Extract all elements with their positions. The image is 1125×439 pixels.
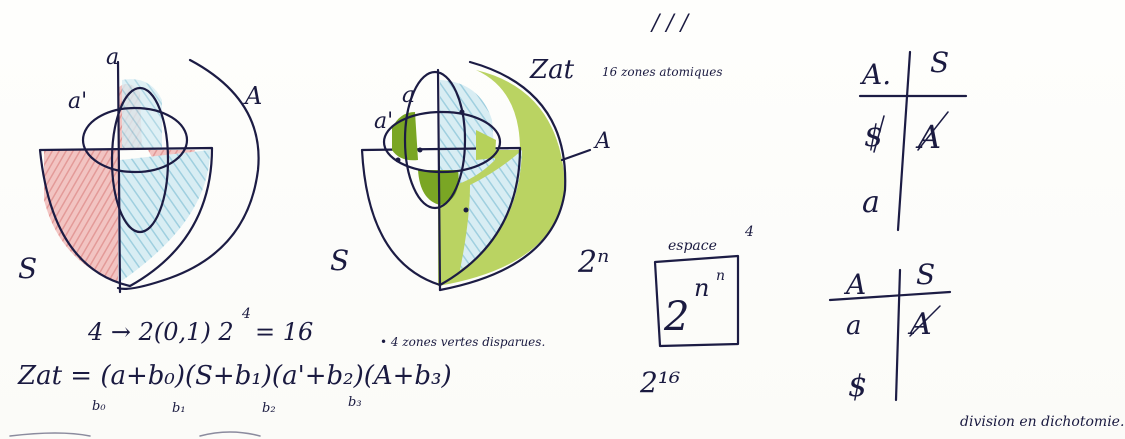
dot (396, 158, 401, 163)
cutoff-strokes (10, 432, 260, 436)
caption-zones: 16 zones atomiques (602, 65, 723, 79)
box-exp: n (694, 274, 709, 302)
space-box-group: 2ⁿ espace 4 2 n n 2¹⁶ (577, 224, 754, 399)
diagram-middle: a a' A S Zat 16 zones atomiques (330, 55, 723, 290)
space-corner: 4 (744, 224, 754, 240)
table-1-header-2: S (930, 46, 949, 79)
table-1-header-1: A. (859, 58, 891, 91)
box-base: 2 (663, 294, 689, 340)
sub-b0: b₀ (92, 399, 106, 414)
table-2-cell: A (907, 307, 932, 342)
diagram-left: a a' A S (18, 45, 262, 292)
table-2-header-1: A (843, 268, 866, 301)
table-2-row-2: $ (848, 369, 867, 404)
table-2-header-2: S (916, 258, 935, 291)
dot (460, 110, 465, 115)
sub-b1: b₁ (172, 401, 186, 416)
note-zones: • 4 zones vertes disparues. (380, 335, 545, 349)
caption-zat: Zat (529, 55, 575, 85)
sub-b2: b₂ (262, 401, 276, 416)
equation-line-1: 4 → 2(0,1) 2 (87, 318, 234, 346)
top-marks: / / / (650, 11, 691, 36)
equation-line-2: Zat = (a+b₀)(S+b₁)(a'+b₂)(A+b₃) (17, 361, 452, 391)
label-a-prime-middle: a' (374, 109, 393, 134)
equations: 4 → 2(0,1) 2 4 = 16 • 4 zones vertes dis… (17, 306, 545, 416)
label-a: a (106, 45, 119, 70)
label-S-middle: S (330, 244, 349, 277)
equation-line-1-exp: 4 (241, 306, 251, 322)
space-label: espace (668, 238, 717, 254)
sub-b3: b₃ (348, 395, 362, 410)
table-1-vline (898, 52, 910, 230)
blue-region-top (122, 79, 162, 150)
box-exp2: n (716, 268, 725, 284)
table-2: A S a $ A (830, 258, 950, 404)
label-a-middle: a (402, 83, 415, 108)
equation-line-1-tail: = 16 (255, 318, 313, 346)
footer-note: division en dichotomie. (960, 414, 1124, 430)
two-power-16: 2¹⁶ (639, 366, 680, 399)
table-2-vline (896, 270, 900, 400)
dot (418, 148, 423, 153)
A-pointer (562, 150, 590, 160)
table-2-row-1: a (846, 311, 862, 341)
table-1-row-1: $ (864, 119, 883, 154)
label-S: S (18, 252, 37, 285)
dot (464, 208, 469, 213)
two-power-n: 2ⁿ (577, 245, 609, 280)
table-1-row-2: a (862, 185, 880, 220)
label-A: A (243, 82, 262, 110)
label-A-middle: A (593, 129, 611, 154)
table-1: A. S $ a A (859, 46, 966, 230)
label-a-prime: a' (68, 89, 87, 114)
